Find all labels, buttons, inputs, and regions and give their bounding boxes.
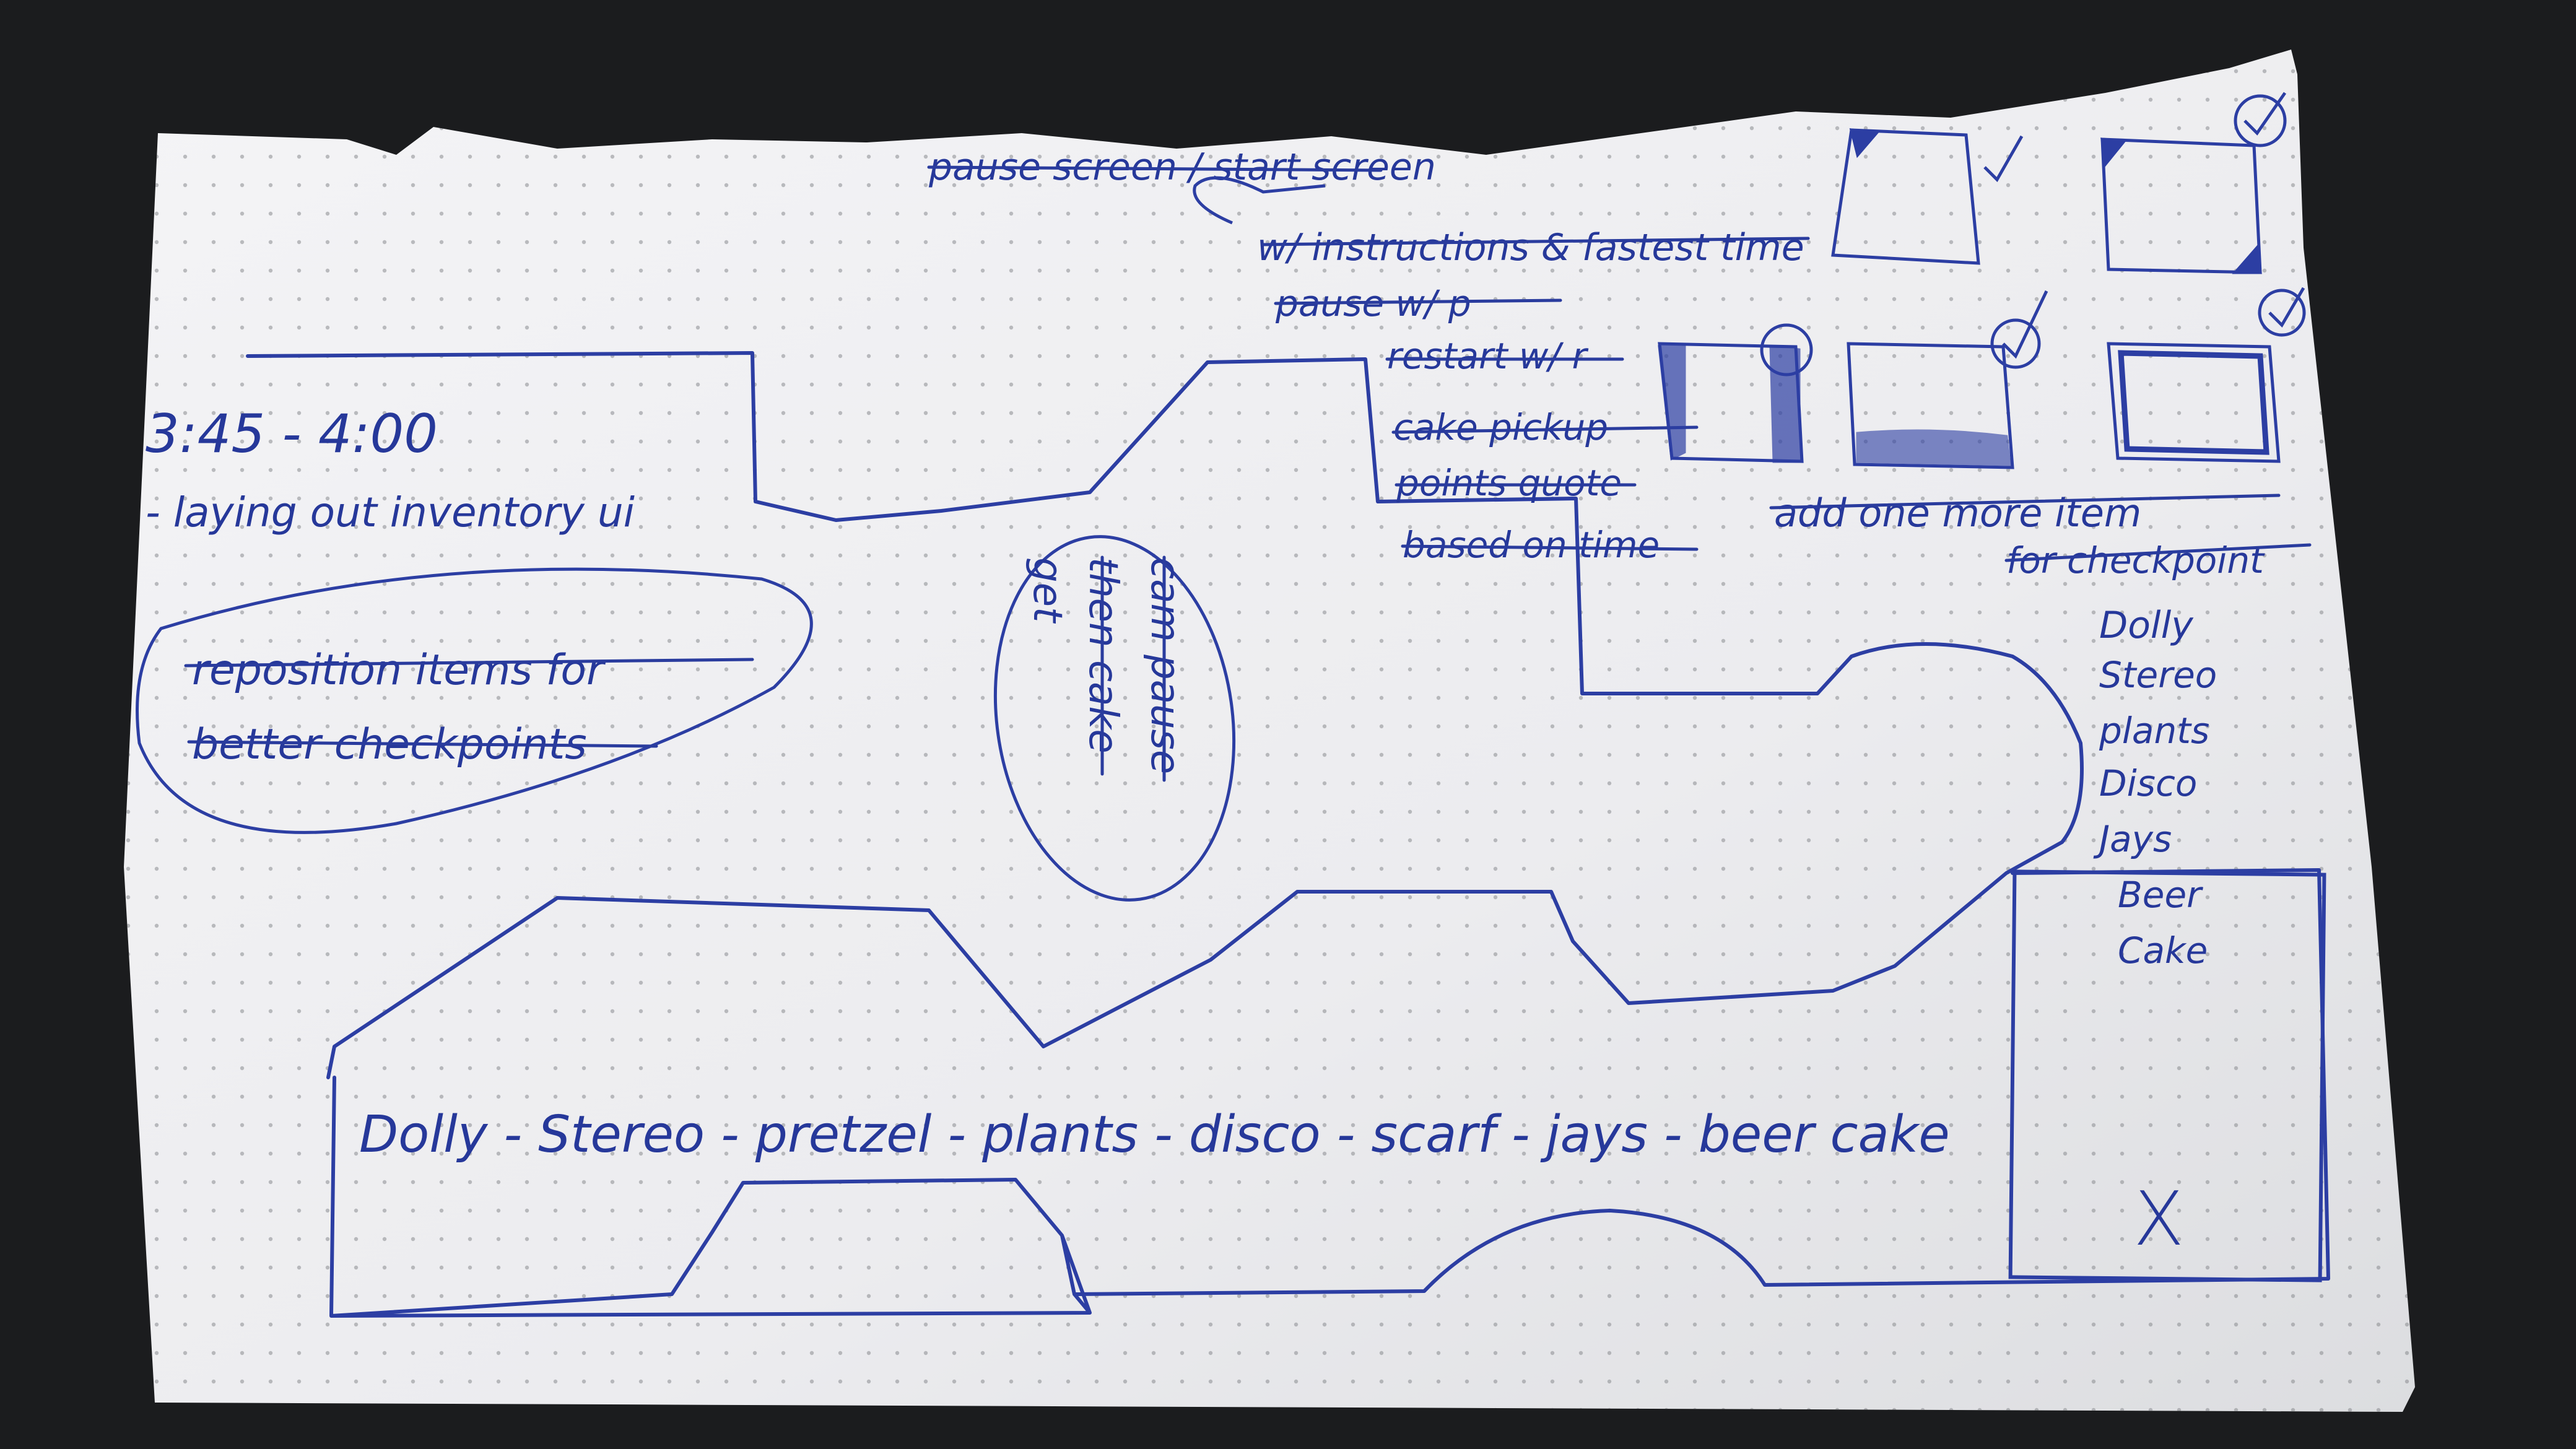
check-circle-icon <box>1760 323 1813 376</box>
strike-line <box>1261 237 1810 246</box>
strike-line <box>1391 425 1699 434</box>
strike-line <box>927 165 1383 172</box>
frame-sketch-1 <box>1831 128 1980 265</box>
todo-list: pause screen / start screen w/ instructi… <box>927 146 1810 566</box>
checkpoint-item: Jays <box>2093 818 2172 860</box>
todo-item: points quote <box>1396 462 1622 504</box>
strike-line <box>1769 494 2281 510</box>
paper-sheet <box>124 50 2415 1412</box>
upper-room-outline <box>246 351 2084 1079</box>
time-label: 3:45 - 4:00 <box>146 403 438 465</box>
strike-line <box>1274 298 1562 305</box>
checkpoint-item: Dolly <box>2099 604 2194 647</box>
checkpoint-list: Dolly Stereo plants Disco Jays Beer Cake <box>2093 604 2217 972</box>
add-item-line1: add one more item <box>1774 490 2141 536</box>
checkpoint-item: Stereo <box>2099 654 2217 696</box>
checkpoint-item: Disco <box>2099 762 2197 804</box>
todo-item: w/ instructions & fastest time <box>1257 226 1804 269</box>
strike-line <box>187 740 658 748</box>
strike-line <box>2004 543 2312 562</box>
loop-arrow-icon <box>1193 176 1326 225</box>
check-circle-icon <box>1990 318 2041 369</box>
add-item-note: add one more item for checkpoint <box>1769 490 2312 581</box>
cam-pause-note: cam pause then cake get <box>993 535 1236 902</box>
check-mark-icon <box>1983 135 2024 183</box>
left-notes: 3:45 - 4:00 - laying out inventory ui <box>146 403 635 536</box>
close-x-mark: X <box>2133 1177 2184 1263</box>
checkpoint-item: Beer <box>2118 874 2203 916</box>
item-sequence-label: Dolly - Stereo - pretzel - plants - disc… <box>359 1105 1950 1164</box>
check-circle-icon <box>2258 289 2306 337</box>
cam-pause-line3: get <box>1024 557 1070 624</box>
frame-sketches <box>1658 92 2306 469</box>
todo-item: cake pickup <box>1393 406 1608 448</box>
checkpoint-item: plants <box>2099 710 2209 752</box>
strike-line <box>1401 544 1699 551</box>
circled-note-line1: reposition items for <box>192 646 606 695</box>
check-circle-icon <box>2234 94 2287 147</box>
strike-line <box>184 658 754 668</box>
add-item-line2: for checkpoint <box>2006 539 2265 581</box>
close-box-outline <box>2008 869 2326 1282</box>
circled-note: reposition items for better checkpoints <box>136 567 813 834</box>
frame-sketch-5 <box>2107 342 2281 463</box>
todo-item: restart w/ r <box>1387 335 1588 377</box>
checkpoint-item: Cake <box>2118 929 2208 972</box>
todo-item: based on time <box>1403 524 1660 566</box>
frame-sketch-4 <box>1847 342 2014 469</box>
task-label: - laying out inventory ui <box>146 489 635 536</box>
inventory-bar-outline <box>329 868 2330 1318</box>
